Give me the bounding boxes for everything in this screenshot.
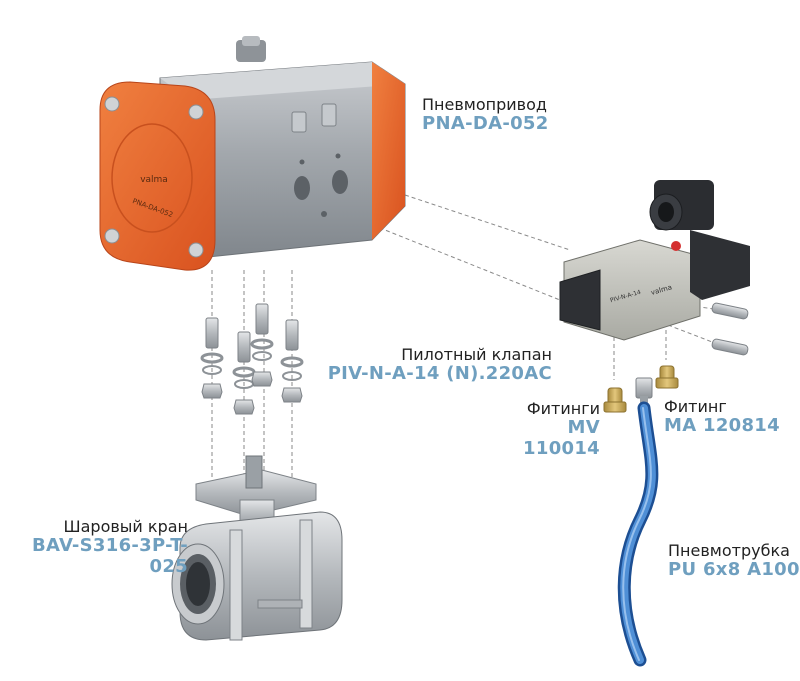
fittings	[603, 365, 679, 413]
mounting-hardware	[200, 303, 304, 415]
label-ball-valve: Шаровый кран BAV-S316-3P-T-025	[8, 517, 189, 578]
fittings-code: MV 110014	[523, 417, 600, 460]
fittings-name: Фитинги	[526, 399, 600, 418]
label-pilot-valve: Пилотный клапан PIV-N-A-14 (N).220AC	[312, 345, 552, 385]
ball-valve-name: Шаровый кран	[63, 517, 189, 536]
ball-valve-code: BAV-S316-3P-T-025	[31, 535, 188, 578]
pilot-valve	[559, 180, 750, 356]
pilot-valve-code: PIV-N-A-14 (N).220AC	[327, 363, 552, 385]
actuator	[99, 36, 406, 271]
fitting-name: Фитинг	[664, 397, 727, 416]
label-tube: Пневмотрубка PU 6x8 A100	[668, 541, 800, 581]
actuator-name: Пневмопривод	[422, 95, 547, 114]
tube-code: PU 6x8 A100	[668, 559, 800, 581]
brand-logo-icon: valma	[140, 175, 168, 185]
fitting-code: MA 120814	[664, 415, 780, 437]
ball-valve	[171, 455, 343, 641]
tube-name: Пневмотрубка	[668, 541, 790, 560]
pilot-valve-name: Пилотный клапан	[401, 345, 552, 364]
pneumatic-tube	[617, 401, 659, 667]
label-fittings: Фитинги MV 110014	[490, 399, 600, 460]
actuator-code: PNA-DA-052	[422, 113, 549, 135]
label-fitting: Фитинг MA 120814	[664, 397, 780, 437]
label-actuator: Пневмопривод PNA-DA-052	[422, 95, 549, 135]
